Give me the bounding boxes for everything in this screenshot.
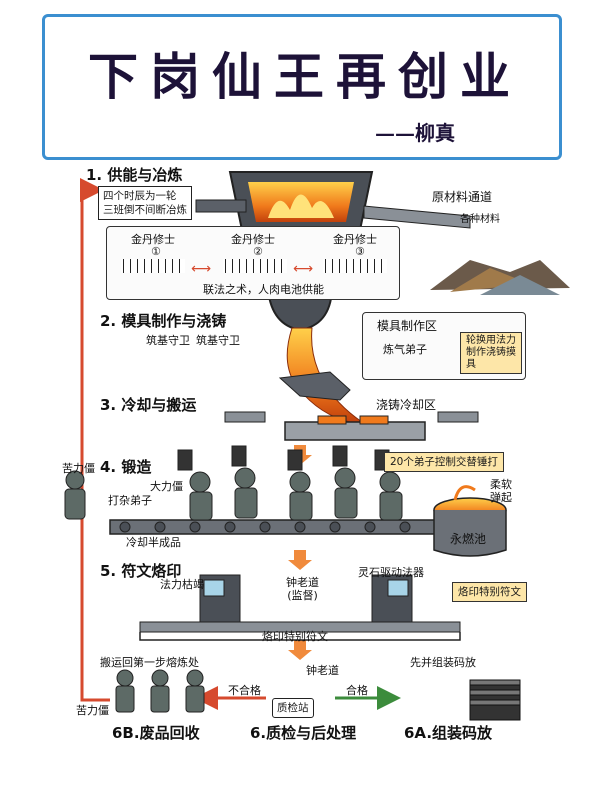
pass-label: 合格 <box>346 684 368 697</box>
odd-job-label: 打杂弟子 <box>108 494 152 507</box>
mold-note: 轮换用法力 制作浇铸摸 具 <box>460 332 522 374</box>
section-smelting: 1. 供能与冶炼 <box>86 166 183 184</box>
guard-label-1: 筑基守卫 <box>146 334 190 347</box>
assemble-first-label: 先并组装码放 <box>410 656 476 669</box>
section-forging: 4. 锻造 <box>100 458 152 476</box>
return-loop-arrow <box>80 178 110 702</box>
cultivator-group-2 <box>223 259 287 273</box>
cultivator-label-2: 金丹修士 <box>231 233 275 246</box>
hammer-note: 20个弟子控制交替锤打 <box>384 452 504 472</box>
qc-station: 质检站 <box>272 698 314 718</box>
bitter-zombie-label-1: 苦力僵 <box>62 462 95 475</box>
raw-material-channel <box>363 205 570 295</box>
product-stack <box>469 679 521 721</box>
supervisor-label: 钟老道 (监督) <box>286 576 319 602</box>
cultivator-label-3: 金丹修士 <box>333 233 377 246</box>
fire-pool-label: 永燃池 <box>450 532 487 546</box>
fail-label: 不合格 <box>228 684 261 697</box>
spirit-stone-label: 灵石驱动法器 <box>358 566 424 579</box>
guard-label-2: 筑基守卫 <box>196 334 240 347</box>
section-recycle: 6B.废品回收 <box>112 724 200 742</box>
soft-bounce-label: 柔软 弹起 <box>490 478 512 504</box>
section-mold: 2. 模具制作与浇铸 <box>100 312 227 330</box>
return-label: 搬运回第一步熔炼处 <box>100 656 199 669</box>
cool-semi-label: 冷却半成品 <box>126 536 181 549</box>
big-zombie-label: 大力僵 <box>150 480 183 493</box>
rune-machines <box>139 574 461 641</box>
cultivator-group-3 <box>323 259 387 273</box>
raw-channel-label: 原材料通道 <box>432 190 493 204</box>
cultivator-group-1 <box>121 259 185 273</box>
mana-depleted-label: 法力枯竭 <box>160 578 204 591</box>
title-frame: 下岗仙王再创业 ——柳真 <box>42 14 562 160</box>
section-cooling: 3. 冷却与搬运 <box>100 396 197 414</box>
double-arrow-icon: ⟷ <box>191 261 212 277</box>
section-assemble: 6A.组装码放 <box>404 724 493 742</box>
section-qc: 6.质检与后处理 <box>250 724 357 742</box>
zombie-workers <box>64 445 403 521</box>
rune-bottom-label: 烙印特别符文 <box>262 630 328 643</box>
cultivator-num-3: ③ <box>355 245 365 258</box>
refiner-label: 炼气弟子 <box>383 343 427 356</box>
eternal-fire-pool <box>433 485 507 557</box>
author-signature: ——柳真 <box>375 121 455 145</box>
cooling-area-label: 浇铸冷却区 <box>376 398 437 412</box>
double-arrow-icon-2: ⟷ <box>293 261 314 277</box>
molten-pour <box>278 327 364 423</box>
cultivator-label-1: 金丹修士 <box>131 233 175 246</box>
section-rune: 5. 符文烙印 <box>100 562 182 580</box>
page-title: 下岗仙王再创业 <box>88 47 522 106</box>
bitter-zombie-label-2: 苦力僵 <box>76 704 109 717</box>
zhong-qc-label: 钟老道 <box>306 664 339 677</box>
cultivator-num-2: ② <box>253 245 263 258</box>
battery-caption: 联法之术，人肉电池供能 <box>203 283 324 296</box>
cultivator-battery-box: 金丹修士 ① 金丹修士 ② 金丹修士 ③ ⟷ ⟷ 联法之术，人肉电池供能 <box>106 226 400 300</box>
cultivator-num-1: ① <box>151 245 161 258</box>
waste-zombies <box>115 669 205 713</box>
raw-types-label: 各种材料 <box>460 214 500 225</box>
rune-stamp-note: 烙印特别符文 <box>452 582 527 602</box>
shift-note: 四个时辰为一轮 三班倒不间断冶炼 <box>98 186 192 220</box>
cooling-table <box>224 411 479 441</box>
mold-area-label: 模具制作区 <box>377 319 438 333</box>
forging-conveyor <box>109 519 441 535</box>
